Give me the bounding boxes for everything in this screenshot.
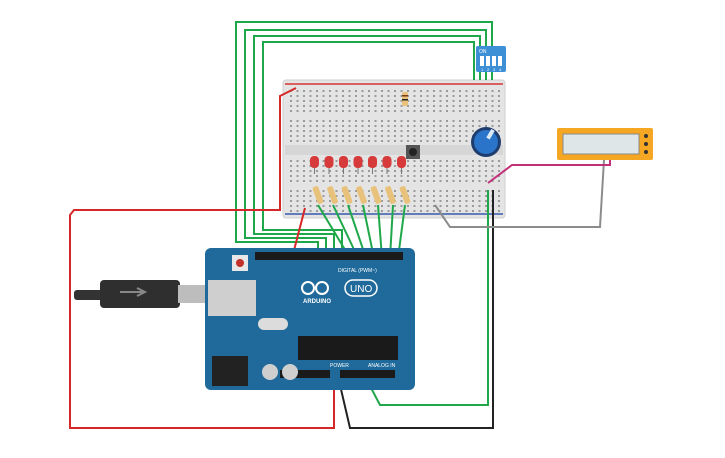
wire-green-3 bbox=[253, 35, 481, 258]
dip-num-2: 2 bbox=[487, 67, 490, 72]
led-resistor-group bbox=[312, 186, 411, 205]
led-1[interactable] bbox=[310, 156, 319, 168]
resistor-top[interactable] bbox=[402, 92, 408, 106]
led-4[interactable] bbox=[353, 156, 363, 168]
led-7[interactable] bbox=[397, 156, 406, 168]
led-resistor-4[interactable] bbox=[356, 186, 368, 205]
dip-on-label: ON bbox=[479, 49, 487, 55]
wire-green-4 bbox=[262, 41, 475, 258]
wire-green-2 bbox=[244, 29, 487, 258]
usb-cable[interactable] bbox=[74, 280, 208, 308]
led-group[interactable] bbox=[310, 156, 406, 174]
dip-num-3: 3 bbox=[493, 67, 496, 72]
wire-black-gnd bbox=[339, 190, 494, 429]
arduino-board[interactable]: DIGITAL (PWM~) ARDUINO UNO POWER ANALOG … bbox=[205, 248, 415, 390]
led-5[interactable] bbox=[368, 156, 377, 168]
arduino-digital-label: DIGITAL (PWM~) bbox=[338, 268, 377, 274]
breadboard[interactable] bbox=[282, 79, 506, 219]
led-resistor-2[interactable] bbox=[327, 186, 339, 205]
arduino-logo-text: ARDUINO bbox=[303, 299, 331, 305]
lcd-display[interactable] bbox=[557, 128, 653, 160]
dip-switch[interactable]: ON 1 2 3 4 bbox=[476, 46, 506, 72]
wire-gray-lcd bbox=[434, 159, 605, 228]
potentiometer[interactable] bbox=[471, 127, 501, 157]
dip-num-1: 1 bbox=[481, 67, 484, 72]
wire-magenta-lcd bbox=[487, 158, 611, 184]
led-2[interactable] bbox=[324, 156, 334, 168]
arduino-power-label: POWER bbox=[330, 363, 349, 369]
wire-red-5v bbox=[69, 87, 335, 429]
arduino-model-text: UNO bbox=[350, 284, 372, 295]
arduino-logo bbox=[301, 281, 329, 295]
wires bbox=[69, 21, 611, 429]
wire-green-1 bbox=[235, 21, 493, 258]
led-3[interactable] bbox=[339, 156, 348, 168]
dip-num-4: 4 bbox=[499, 67, 502, 72]
arduino-analog-label: ANALOG IN bbox=[368, 363, 396, 369]
led-6[interactable] bbox=[382, 156, 392, 168]
led-resistor-7[interactable] bbox=[399, 186, 411, 205]
led-resistor-5[interactable] bbox=[370, 186, 382, 205]
led-resistor-1[interactable] bbox=[312, 186, 324, 205]
wire-green-analog bbox=[369, 190, 489, 406]
led-resistor-3[interactable] bbox=[341, 186, 353, 205]
push-button[interactable] bbox=[406, 145, 420, 159]
led-resistor-6[interactable] bbox=[385, 186, 397, 205]
